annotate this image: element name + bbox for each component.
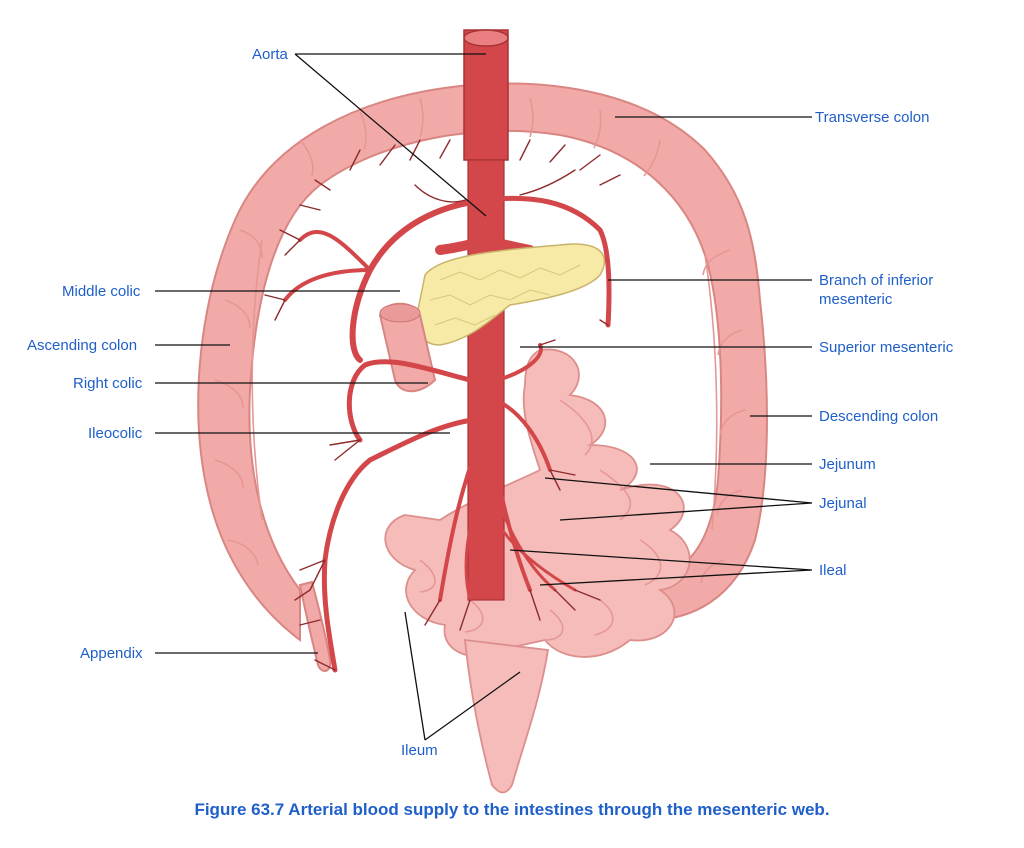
label-ileocolic: Ileocolic (88, 425, 143, 442)
label-transverse-colon: Transverse colon (815, 109, 930, 126)
pancreas (378, 243, 606, 393)
label-jejunum: Jejunum (819, 456, 876, 473)
label-middle-colic: Middle colic (62, 283, 141, 300)
label-descending-colon: Descending colon (819, 408, 939, 425)
label-jejunal: Jejunal (819, 495, 867, 512)
label-aorta: Aorta (252, 46, 288, 63)
label-right-colic: Right colic (73, 375, 143, 392)
figure-caption: Figure 63.7 Arterial blood supply to the… (194, 800, 830, 819)
label-superior-mesenteric: Superior mesenteric (819, 339, 954, 356)
label-appendix: Appendix (80, 645, 143, 662)
large-intestine (197, 82, 768, 672)
label-branch-inferior-mesenteric: Branch of inferior mesenteric (819, 272, 934, 308)
label-ileum: Ileum (401, 742, 438, 759)
label-ileal: Ileal (819, 562, 847, 579)
leader-lines (155, 53, 813, 741)
label-ascending-colon: Ascending colon (27, 337, 138, 354)
small-intestine (384, 348, 691, 794)
mesenteric-arteries (264, 139, 621, 673)
